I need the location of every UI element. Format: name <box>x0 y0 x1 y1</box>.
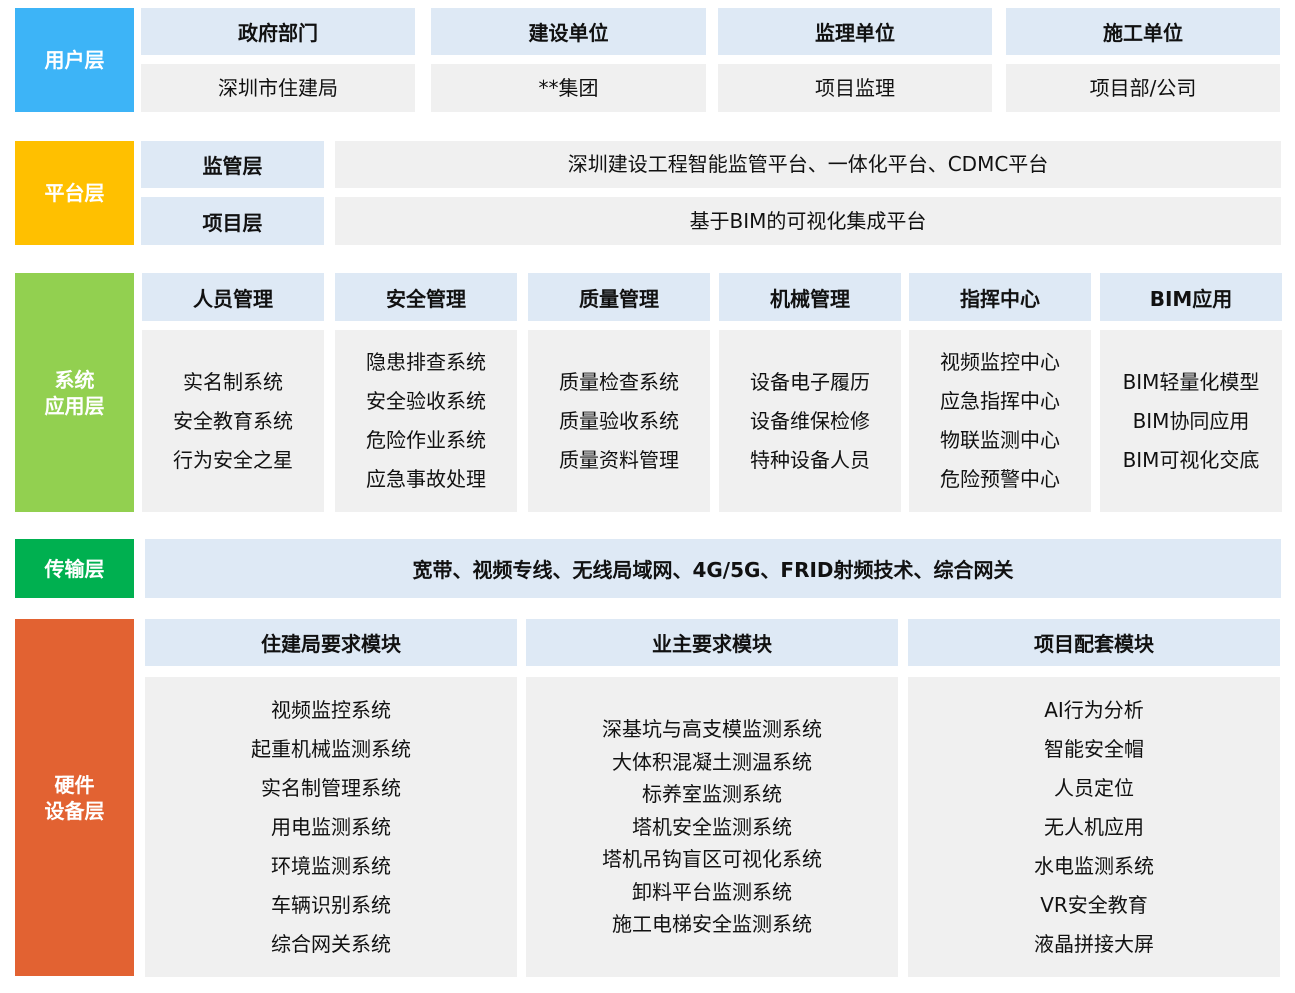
hardware-item: 大体积混凝土测温系统 <box>612 749 812 774</box>
system-column-header: 机械管理 <box>719 273 901 321</box>
system-column-body: 设备电子履历设备维保检修特种设备人员 <box>719 330 901 512</box>
system-column-body: 实名制系统安全教育系统行为安全之星 <box>142 330 324 512</box>
layer-label-line: 系统 <box>54 367 95 392</box>
hardware-column-body: 深基坑与高支模监测系统大体积混凝土测温系统标养室监测系统塔机安全监测系统塔机吊钩… <box>526 677 898 977</box>
hardware-item: 水电监测系统 <box>1034 853 1154 878</box>
hardware-item: 人员定位 <box>1054 775 1134 800</box>
hardware-item: 塔机安全监测系统 <box>632 814 792 839</box>
system-item: BIM轻量化模型 <box>1122 369 1260 394</box>
user-column-header: 施工单位 <box>1006 8 1280 55</box>
layer-label-line: 设备层 <box>44 798 105 823</box>
system-item: 应急指挥中心 <box>940 389 1060 413</box>
hardware-item: 液晶拼接大屏 <box>1034 931 1154 956</box>
system-item: 应急事故处理 <box>366 467 486 491</box>
layer-label-hardware: 硬件设备层 <box>15 619 134 976</box>
system-item: 行为安全之星 <box>173 447 293 472</box>
platform-row-header: 监管层 <box>141 141 324 188</box>
layer-label-system: 系统应用层 <box>15 273 134 512</box>
hardware-item: 视频监控系统 <box>271 697 391 722</box>
system-item: 质量资料管理 <box>559 447 679 472</box>
layer-label-user: 用户层 <box>15 8 134 112</box>
platform-row-header: 项目层 <box>141 197 324 245</box>
system-item: 质量检查系统 <box>559 369 679 394</box>
hardware-item: 深基坑与高支模监测系统 <box>602 717 822 742</box>
system-item: 质量验收系统 <box>559 408 679 433</box>
hardware-column-body: AI行为分析智能安全帽人员定位无人机应用水电监测系统 VR安全教育液晶拼接大屏 <box>908 677 1280 977</box>
hardware-item: 塔机吊钩盲区可视化系统 <box>602 847 822 872</box>
system-item: 特种设备人员 <box>750 447 870 472</box>
platform-row-value: 深圳建设工程智能监管平台、一体化平台、CDMC平台 <box>335 141 1281 188</box>
system-column-body: BIM轻量化模型 BIM协同应用 BIM可视化交底 <box>1100 330 1282 512</box>
hardware-item: VR安全教育 <box>1040 892 1148 917</box>
system-item: 设备电子履历 <box>750 369 870 394</box>
system-column-header: 指挥中心 <box>909 273 1091 321</box>
layer-label-line: 硬件 <box>54 772 95 797</box>
hardware-column-body: 视频监控系统起重机械监测系统实名制管理系统用电监测系统环境监测系统车辆识别系统综… <box>145 677 517 977</box>
user-column-header: 政府部门 <box>141 8 415 55</box>
layer-label-transport: 传输层 <box>15 539 134 598</box>
platform-row-value: 基于BIM的可视化集成平台 <box>335 197 1281 245</box>
system-column-body: 质量检查系统质量验收系统质量资料管理 <box>528 330 710 512</box>
system-column-header: 质量管理 <box>528 273 710 321</box>
system-item: 危险预警中心 <box>940 467 1060 491</box>
system-column-header: 人员管理 <box>142 273 324 321</box>
system-item: 视频监控中心 <box>940 350 1060 374</box>
hardware-item: 环境监测系统 <box>271 853 391 878</box>
system-item: 设备维保检修 <box>750 408 870 433</box>
user-column-value: **集团 <box>431 64 706 112</box>
hardware-item: 无人机应用 <box>1044 814 1144 839</box>
hardware-item: 卸料平台监测系统 <box>632 879 792 904</box>
system-column-header: BIM应用 <box>1100 273 1282 321</box>
hardware-item: 实名制管理系统 <box>261 775 401 800</box>
hardware-item: 用电监测系统 <box>271 814 391 839</box>
hardware-column-header: 业主要求模块 <box>526 619 898 666</box>
user-column-header: 建设单位 <box>431 8 706 55</box>
system-item: BIM可视化交底 <box>1122 447 1260 472</box>
hardware-item: AI行为分析 <box>1044 697 1144 722</box>
user-column-header: 监理单位 <box>718 8 992 55</box>
system-column-body: 视频监控中心应急指挥中心物联监测中心危险预警中心 <box>909 330 1091 512</box>
hardware-item: 综合网关系统 <box>271 931 391 956</box>
system-item: 安全教育系统 <box>173 408 293 433</box>
system-item: 实名制系统 <box>183 369 283 394</box>
user-column-value: 深圳市住建局 <box>141 64 415 112</box>
system-column-body: 隐患排查系统安全验收系统危险作业系统应急事故处理 <box>335 330 517 512</box>
system-item: 危险作业系统 <box>366 428 486 452</box>
hardware-item: 施工电梯安全监测系统 <box>612 912 812 937</box>
hardware-item: 起重机械监测系统 <box>251 736 411 761</box>
system-item: 隐患排查系统 <box>366 350 486 374</box>
system-column-header: 安全管理 <box>335 273 517 321</box>
hardware-item: 智能安全帽 <box>1044 736 1144 761</box>
system-item: 物联监测中心 <box>940 428 1060 452</box>
hardware-column-header: 住建局要求模块 <box>145 619 517 666</box>
hardware-item: 标养室监测系统 <box>642 782 782 807</box>
hardware-column-header: 项目配套模块 <box>908 619 1280 666</box>
user-column-value: 项目部/公司 <box>1006 64 1280 112</box>
layer-label-platform: 平台层 <box>15 141 134 245</box>
system-item: 安全验收系统 <box>366 389 486 413</box>
transport-value: 宽带、视频专线、无线局域网、4G/5G、FRID射频技术、综合网关 <box>145 539 1281 598</box>
user-column-value: 项目监理 <box>718 64 992 112</box>
hardware-item: 车辆识别系统 <box>271 892 391 917</box>
layer-label-line: 应用层 <box>44 393 105 418</box>
system-item: BIM协同应用 <box>1132 408 1250 433</box>
